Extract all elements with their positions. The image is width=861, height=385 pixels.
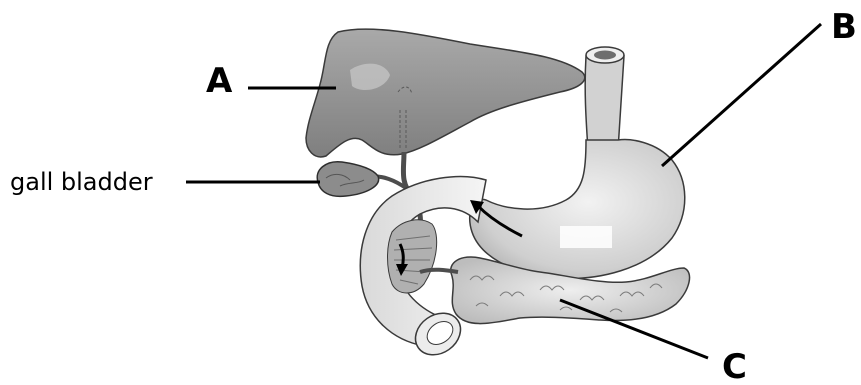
label-b: B	[831, 10, 857, 44]
esophagus	[585, 56, 624, 150]
label-a: A	[206, 64, 232, 98]
pancreatic-duct	[420, 270, 458, 272]
label-gall-bladder: gall bladder	[10, 170, 153, 194]
leader-line-b	[662, 24, 821, 166]
liver-shape	[306, 29, 585, 157]
stomach-highlight	[560, 226, 612, 248]
duodenum-cutaway	[388, 220, 437, 293]
gall-bladder-shape	[317, 162, 378, 197]
stomach-shape	[470, 140, 685, 279]
esophagus-lumen	[594, 51, 616, 60]
label-c: C	[722, 350, 747, 384]
